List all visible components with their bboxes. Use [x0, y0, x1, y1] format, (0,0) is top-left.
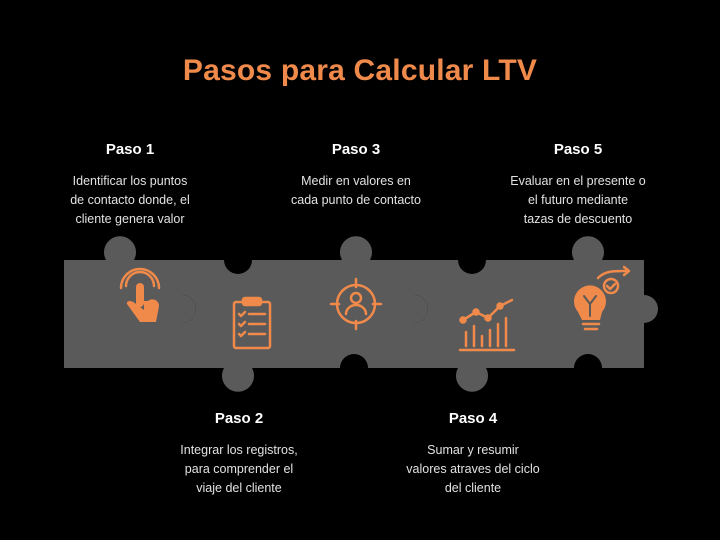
step-3-heading: Paso 3: [331, 141, 381, 158]
step-1-desc-line: Identificar los puntos: [72, 174, 188, 188]
clipboard-checklist-icon: [232, 296, 272, 350]
page-title: Pasos para Calcular LTV: [182, 54, 538, 87]
step-2-desc-line: para comprender el: [184, 462, 294, 476]
step-3-desc-line: Medir en valores en: [301, 174, 411, 188]
step-3-desc-line: cada punto de contacto: [291, 193, 421, 207]
step-5-desc-line: Evaluar en el presente o: [510, 174, 646, 188]
step-1-desc-line: cliente genera valor: [75, 212, 185, 226]
bar-line-chart-icon: [458, 298, 516, 352]
step-5-label: Paso 5 Evaluar en el presente o el futur…: [488, 141, 668, 229]
puzzle-piece-3: [298, 236, 428, 368]
target-person-icon: [329, 277, 383, 331]
step-5-description: Evaluar en el presente o el futuro media…: [488, 172, 668, 229]
puzzle-piece-1: [64, 236, 196, 368]
step-4-description: Sumar y resumir valores atraves del cicl…: [383, 441, 563, 498]
step-1-description: Identificar los puntos de contacto donde…: [40, 172, 220, 229]
step-2-desc-line: Integrar los registros,: [180, 443, 298, 457]
step-2-desc-line: viaje del cliente: [196, 481, 282, 495]
lightbulb-growth-icon: [574, 265, 631, 331]
step-4-desc-line: valores atraves del ciclo: [406, 462, 540, 476]
step-5-desc-line: tazas de descuento: [523, 212, 633, 226]
step-2-heading: Paso 2: [214, 410, 264, 427]
step-4-desc-line: del cliente: [444, 481, 502, 495]
tap-hand-icon: [119, 267, 161, 322]
step-2-label: Paso 2 Integrar los registros, para comp…: [149, 410, 329, 498]
step-2-description: Integrar los registros, para comprender …: [149, 441, 329, 498]
step-3-description: Medir en valores en cada punto de contac…: [266, 172, 446, 210]
step-4-label: Paso 4 Sumar y resumir valores atraves d…: [383, 410, 563, 498]
step-1-desc-line: de contacto donde, el: [70, 193, 190, 207]
step-1-heading: Paso 1: [105, 141, 155, 158]
step-1-label: Paso 1 Identificar los puntos de contact…: [40, 141, 220, 229]
step-3-label: Paso 3 Medir en valores en cada punto de…: [266, 141, 446, 210]
step-5-heading: Paso 5: [553, 141, 603, 158]
step-5-desc-line: el futuro mediante: [527, 193, 629, 207]
puzzle-piece-2: [182, 260, 298, 392]
step-4-desc-line: Sumar y resumir: [427, 443, 519, 457]
puzzle-piece-5: [516, 236, 658, 368]
step-4-heading: Paso 4: [448, 410, 498, 427]
puzzle-piece-4: [414, 260, 530, 392]
